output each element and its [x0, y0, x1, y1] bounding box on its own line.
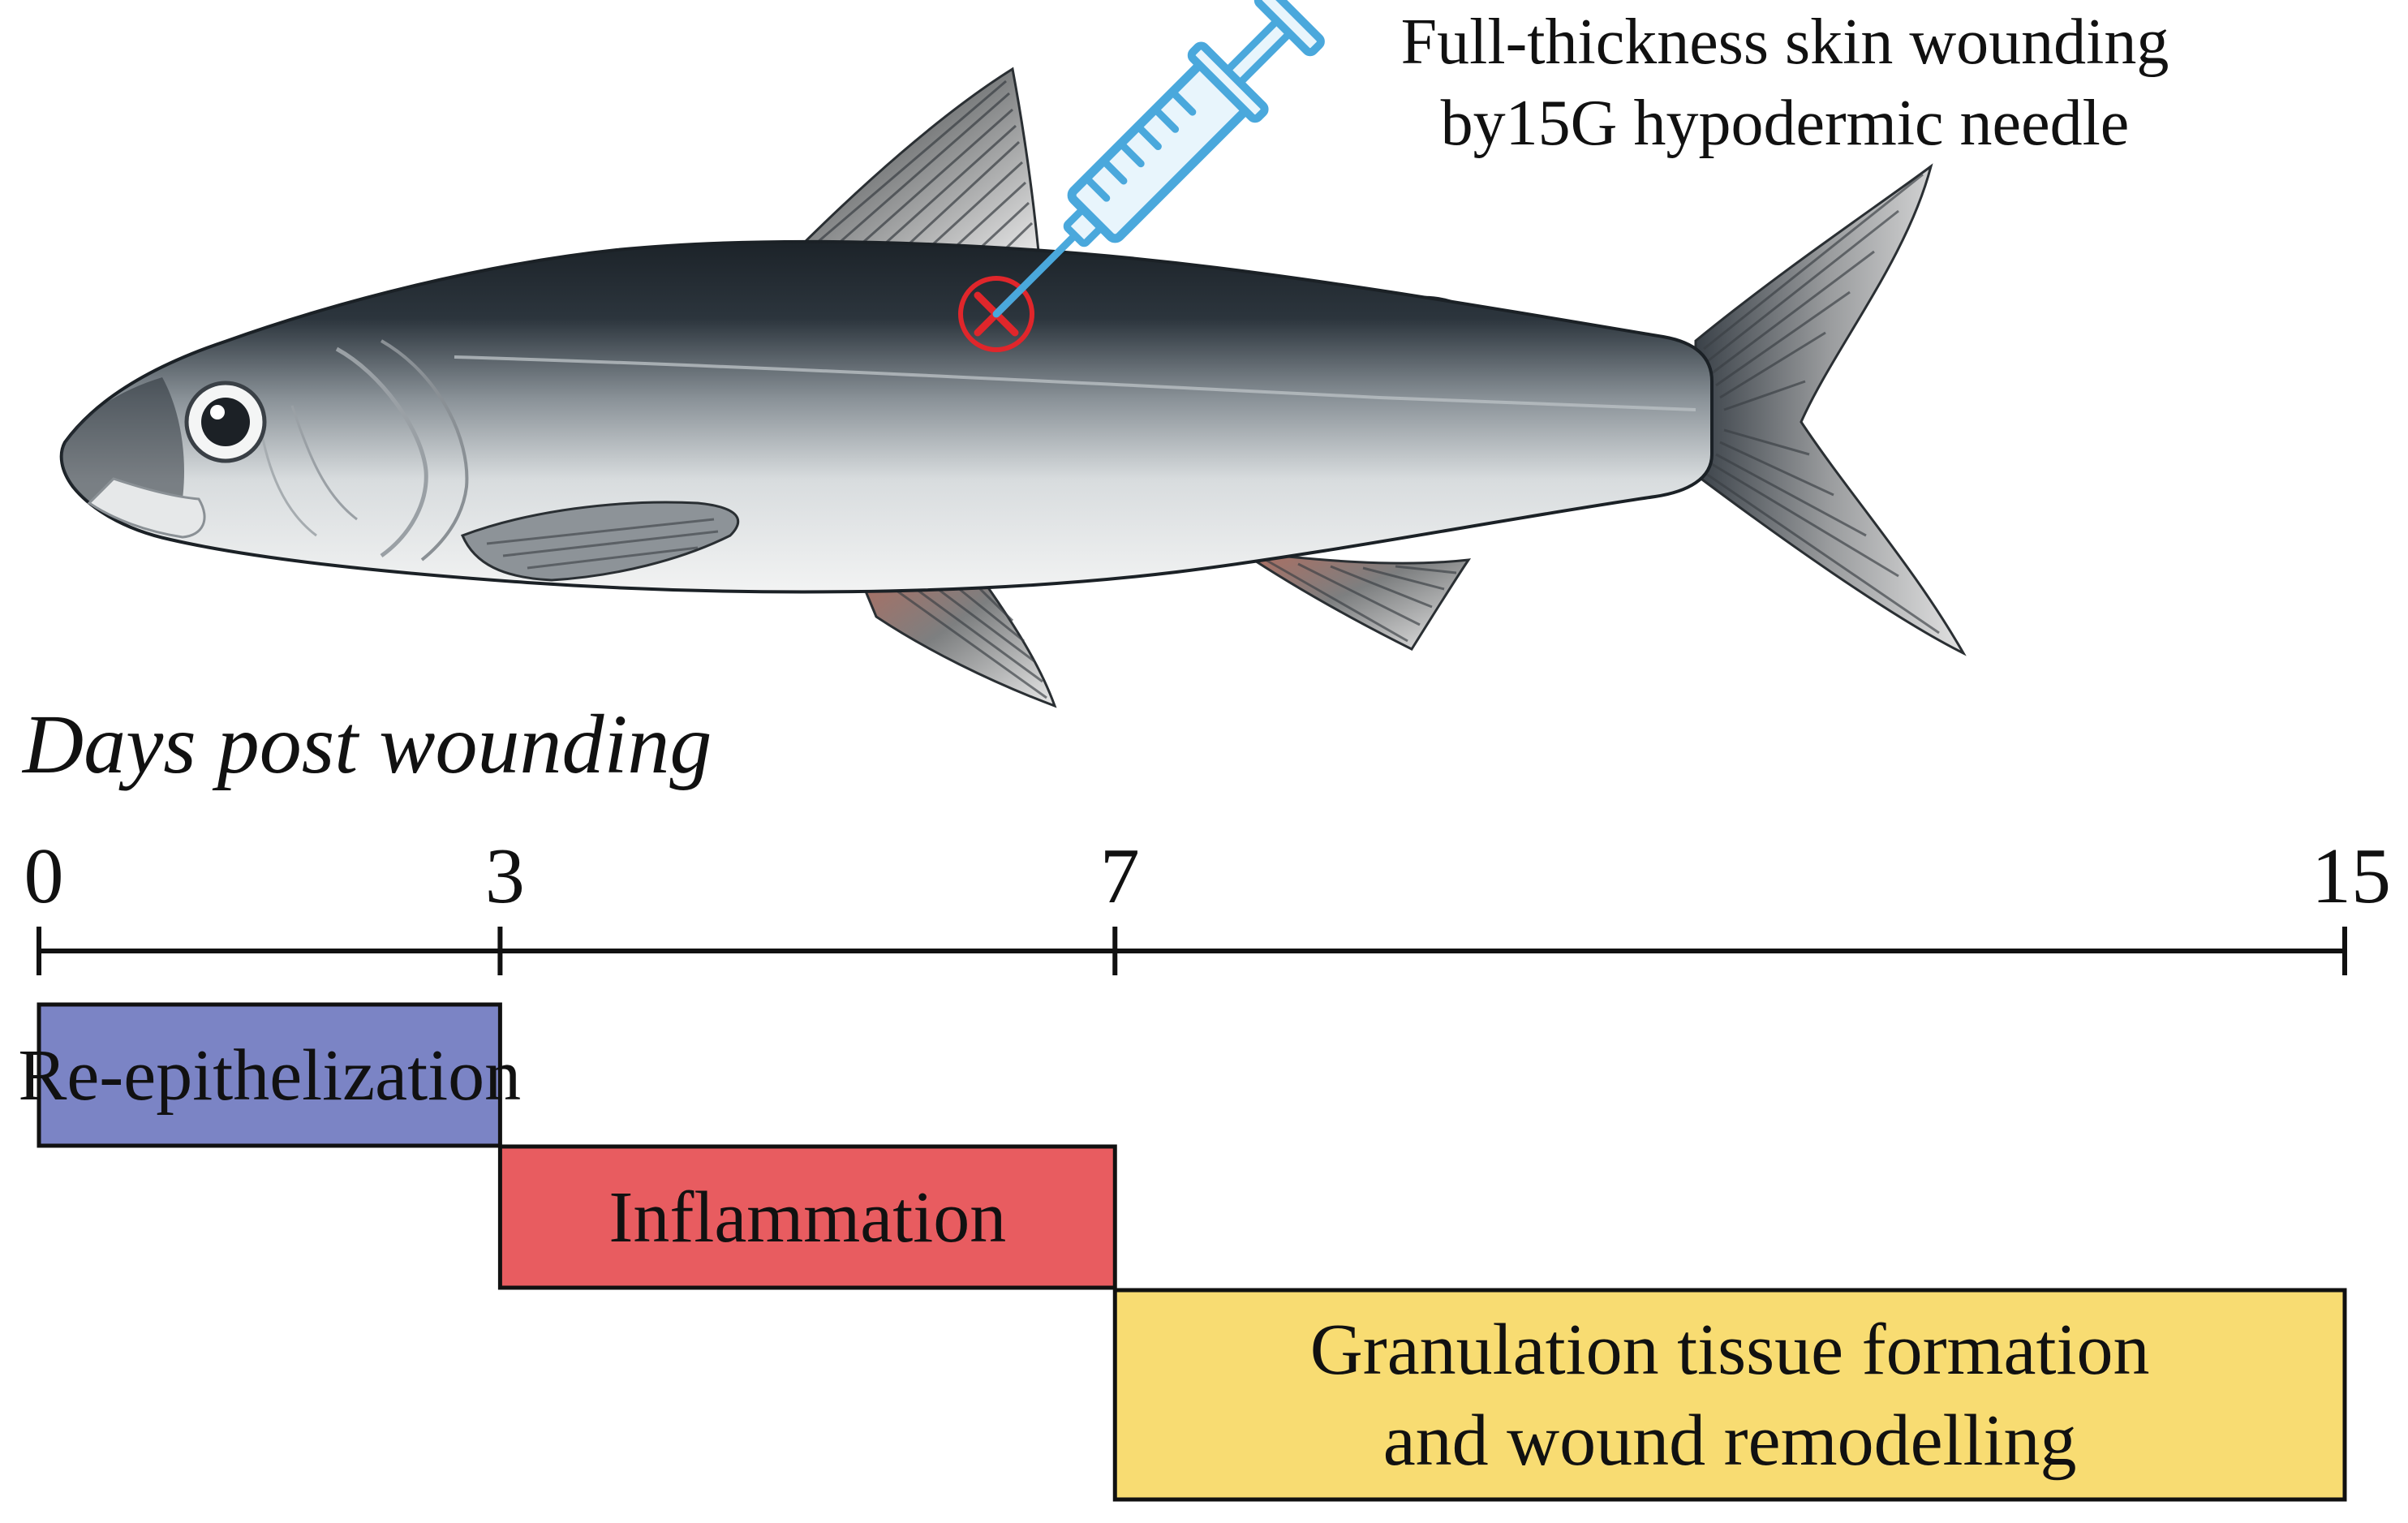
dorsal-fin	[788, 67, 1040, 257]
phase-label: Re-epithelization	[18, 1035, 521, 1116]
phase-bar: Re-epithelization	[18, 1002, 521, 1148]
annotation-line-2: by15G hypodermic needle	[1441, 88, 2130, 159]
phase-bar: Inflammation	[497, 1144, 1117, 1290]
syringe-icon	[992, 0, 1325, 318]
phase-label: and wound remodelling	[1383, 1400, 2077, 1481]
phase-bar: Granulation tissue formation and wound re…	[1112, 1288, 2347, 1502]
lateral-line	[454, 355, 1696, 411]
fish-head	[61, 339, 469, 561]
fish-body	[59, 239, 1714, 594]
pectoral-fin	[461, 501, 740, 582]
phase-label: Inflammation	[608, 1177, 1006, 1258]
phase-bars: Re-epithelizationInflammationGranulation…	[18, 1002, 2347, 1502]
fish-illustration	[59, 67, 1967, 708]
annotation-line-1: Full-thickness skin wounding	[1401, 6, 2169, 78]
timeline-axis: 0 3 7 15	[24, 832, 2391, 975]
tick-label: 15	[2311, 832, 2391, 920]
anal-fin	[1241, 550, 1472, 651]
phase-label: Granulation tissue formation	[1310, 1310, 2150, 1390]
phase-rect	[1112, 1288, 2347, 1502]
phase-rect	[37, 1002, 502, 1148]
tick-label: 0	[24, 832, 64, 920]
timeline-title: Days post wounding	[21, 698, 712, 791]
tick-label: 3	[485, 832, 525, 920]
tail-fin	[1694, 163, 1967, 656]
phase-rect	[497, 1144, 1117, 1290]
tick-label: 7	[1100, 832, 1140, 920]
